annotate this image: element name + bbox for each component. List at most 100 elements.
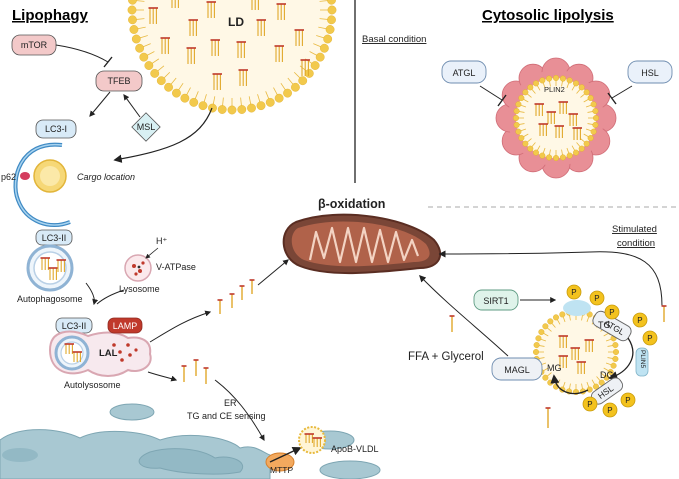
svg-text:P: P bbox=[625, 396, 630, 405]
svg-text:LC3-II: LC3-II bbox=[42, 233, 67, 243]
tfeb-box: TFEB bbox=[95, 70, 143, 92]
stimulated-label-line1: Stimulated bbox=[612, 224, 657, 235]
triglyceride bbox=[558, 335, 568, 348]
hsl-basal-box: HSL bbox=[627, 60, 673, 84]
svg-text:LC3-I: LC3-I bbox=[45, 124, 67, 134]
phospho-group-marker: P bbox=[642, 330, 658, 346]
atgl-basal-inhibition bbox=[479, 85, 503, 101]
triglyceride bbox=[304, 433, 314, 443]
triglyceride bbox=[558, 355, 568, 368]
hsl-basal-inhibition bbox=[611, 85, 633, 99]
svg-text:LAMP: LAMP bbox=[113, 321, 138, 331]
svg-text:SIRT1: SIRT1 bbox=[483, 296, 508, 306]
endoplasmic-reticulum bbox=[0, 403, 381, 479]
triglyceride bbox=[40, 257, 50, 270]
er-sensing-label: TG and CE sensing bbox=[187, 411, 266, 421]
beta-oxidation-title: β-oxidation bbox=[318, 197, 385, 211]
free-fatty-acid bbox=[449, 315, 455, 332]
autolysosome-label: Autolysosome bbox=[64, 380, 121, 390]
triglyceride bbox=[186, 47, 196, 64]
mitochondrion bbox=[282, 213, 442, 275]
triglyceride bbox=[534, 103, 544, 116]
dg-label: DG bbox=[600, 370, 614, 380]
triglyceride bbox=[538, 123, 548, 136]
autolysosome-to-fa-arrow bbox=[149, 310, 212, 343]
autophagosome-label: Autophagosome bbox=[17, 294, 83, 304]
svg-text:mTOR: mTOR bbox=[21, 40, 48, 50]
p62-marker bbox=[20, 172, 30, 180]
svg-text:PLIN5: PLIN5 bbox=[639, 350, 646, 368]
triglyceride bbox=[568, 113, 578, 126]
apob-vldl-label: ApoB-VLDL bbox=[331, 444, 379, 454]
inhibit-bar-tfeb bbox=[103, 56, 113, 68]
msl-to-tfeb-arrow bbox=[123, 94, 141, 118]
phospho-group-marker: P bbox=[604, 304, 620, 320]
lipid-droplet-large: LD bbox=[127, 0, 337, 115]
triglyceride bbox=[572, 127, 582, 140]
lal-label: LAL bbox=[99, 348, 118, 359]
mtor-inhibits-tfeb bbox=[55, 44, 109, 63]
phospho-group-marker: P bbox=[602, 402, 618, 418]
svg-text:LC3-II: LC3-II bbox=[62, 321, 87, 331]
basal-lipid-droplet: PLIN2 bbox=[495, 57, 617, 179]
stimulated-label-line2: condition bbox=[617, 238, 655, 249]
fa-to-er-arrow bbox=[214, 379, 265, 442]
svg-text:TFEB: TFEB bbox=[107, 76, 130, 86]
svg-text:P: P bbox=[607, 406, 612, 415]
svg-text:P: P bbox=[637, 316, 642, 325]
triglyceride bbox=[570, 347, 580, 360]
autophagosome bbox=[26, 244, 74, 292]
h-plus-arrow bbox=[145, 247, 159, 259]
triglyceride bbox=[558, 101, 568, 114]
triglyceride bbox=[274, 45, 284, 62]
triglyceride bbox=[584, 339, 594, 352]
tg-label: TG bbox=[598, 320, 611, 330]
magl-box: MAGL bbox=[491, 357, 543, 381]
basal-condition-label: Basal condition bbox=[362, 34, 426, 45]
triglyceride bbox=[576, 361, 586, 374]
ld-to-cargo-arrow bbox=[113, 107, 213, 163]
lipophagy-title: Lipophagy bbox=[12, 7, 88, 24]
triglyceride bbox=[56, 259, 66, 272]
phospho-group-marker: P bbox=[589, 290, 605, 306]
mtor-box: mTOR bbox=[11, 34, 57, 56]
svg-text:P: P bbox=[571, 288, 576, 297]
svg-text:MAGL: MAGL bbox=[504, 365, 530, 375]
atgl-enzyme: ATGL bbox=[592, 310, 632, 342]
svg-text:P: P bbox=[609, 308, 614, 317]
free-fatty-acid bbox=[229, 293, 235, 308]
phospho-group-marker: P bbox=[632, 312, 648, 328]
svg-text:MSL: MSL bbox=[137, 122, 156, 132]
triglyceride bbox=[546, 111, 556, 124]
triglyceride bbox=[554, 125, 564, 138]
sirt1-box: SIRT1 bbox=[473, 289, 519, 311]
triglyceride bbox=[206, 1, 216, 18]
apob-vldl-particle bbox=[298, 426, 326, 454]
hsl-enzyme: HSL bbox=[590, 377, 624, 405]
svg-text:MTTP: MTTP bbox=[270, 465, 293, 475]
ld-label: LD bbox=[228, 15, 244, 29]
lc3-ii-box-a: LC3-II bbox=[35, 229, 73, 246]
svg-text:P: P bbox=[594, 294, 599, 303]
atgl-basal-box: ATGL bbox=[441, 60, 487, 84]
triglyceride bbox=[148, 7, 158, 24]
autolysosome-to-er-arrow bbox=[147, 371, 178, 382]
triglyceride bbox=[236, 41, 246, 58]
magl-to-mito-arrow bbox=[419, 274, 509, 357]
svg-text:P: P bbox=[587, 400, 592, 409]
free-fatty-acid bbox=[239, 285, 245, 300]
triglyceride bbox=[160, 37, 170, 54]
triglyceride bbox=[312, 437, 322, 447]
merge-arrow bbox=[85, 282, 99, 306]
ffa-glycerol-label: FFA + Glycerol bbox=[408, 351, 484, 363]
svg-text:HSL: HSL bbox=[641, 68, 659, 78]
lc3-i-box: LC3-I bbox=[35, 119, 77, 139]
triglyceride bbox=[294, 29, 304, 46]
triglyceride bbox=[171, 0, 179, 8]
sirt1-target bbox=[563, 300, 591, 316]
cargo-location-label: Cargo location bbox=[77, 172, 135, 182]
free-fatty-acid bbox=[203, 367, 209, 384]
triglyceride bbox=[276, 3, 286, 20]
msl-diamond: MSL bbox=[131, 112, 161, 142]
